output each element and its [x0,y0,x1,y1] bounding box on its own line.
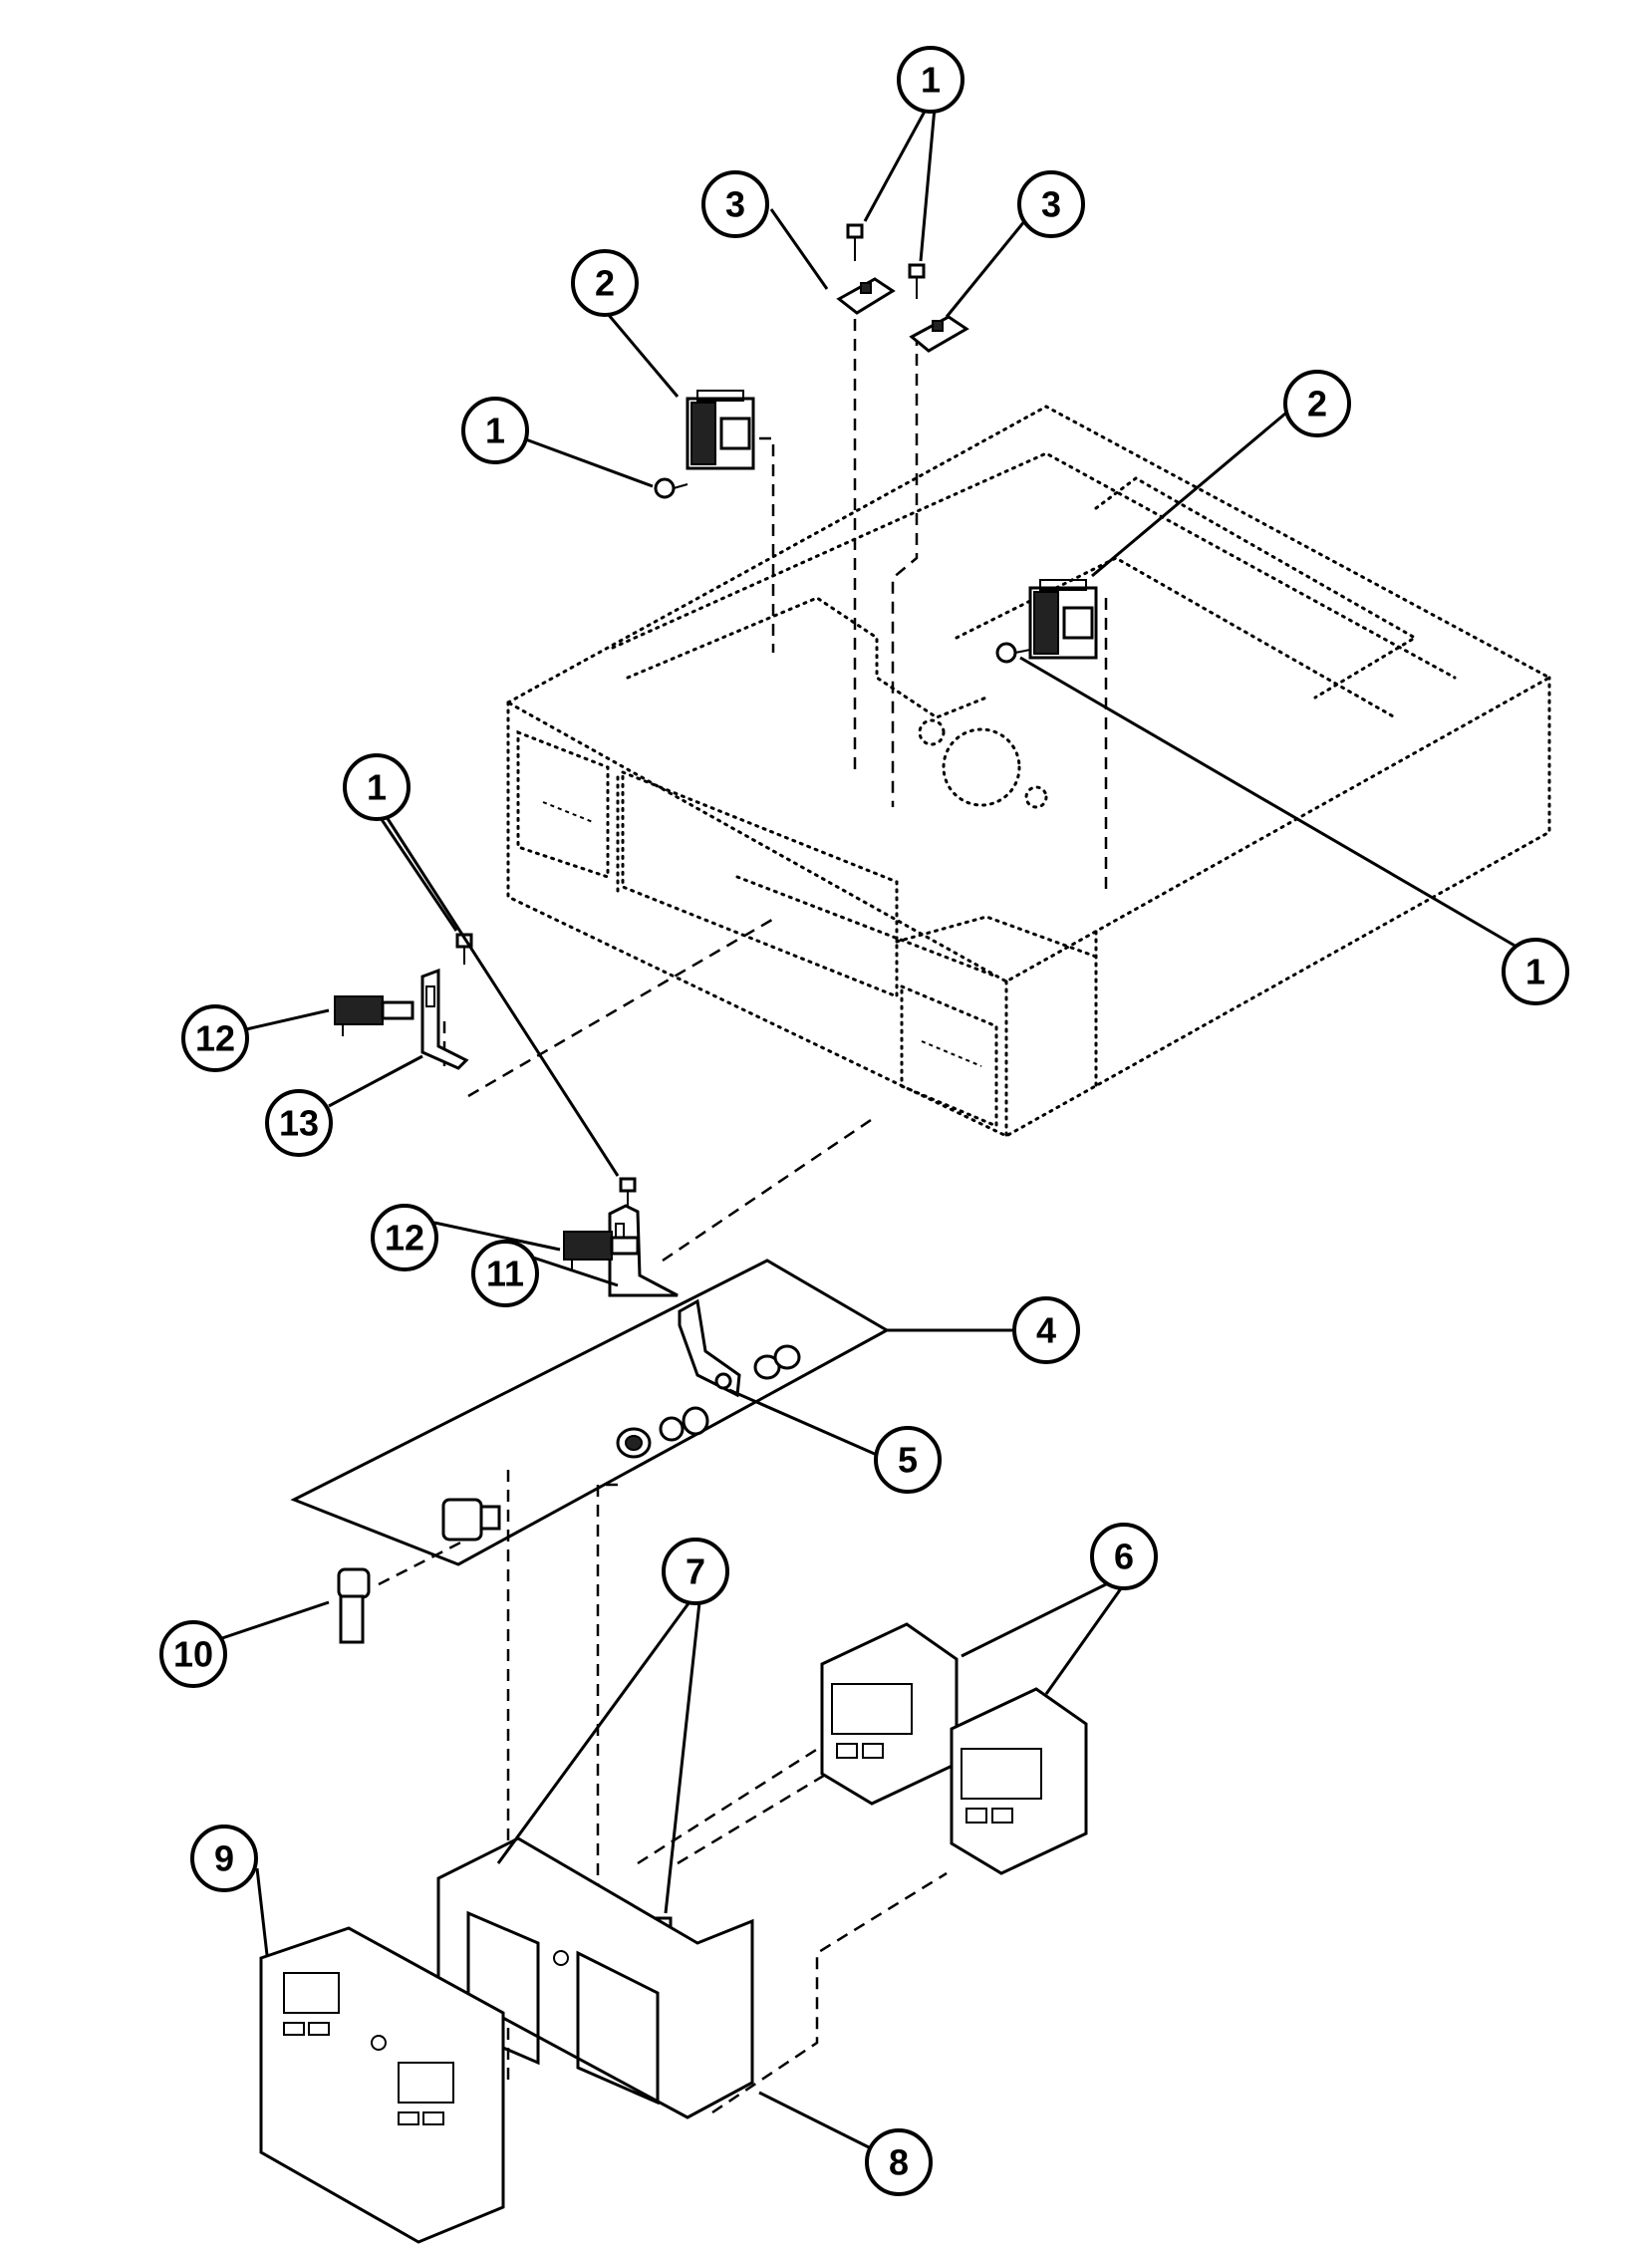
callout-label: 1 [367,767,387,808]
callout-label: 2 [1307,384,1327,424]
callout-label: 13 [279,1103,319,1144]
callout-11: 11 [471,1240,539,1307]
callout-label: 3 [1041,184,1061,225]
callout-circle [701,170,769,238]
callout-label: 7 [686,1551,705,1592]
switch-12-lower [563,1231,640,1271]
callout-circle [1017,170,1085,238]
callout-8: 8 [865,2128,933,2196]
kit-4-hardware [616,1344,801,1459]
relay-2-left [686,390,755,470]
callout-10: 10 [159,1620,227,1688]
callout-circle [265,1089,333,1157]
callout-4: 4 [1012,1296,1080,1364]
bracket-13 [420,968,469,1070]
screw-left-switch [654,477,688,499]
callout-label: 1 [921,60,941,101]
overlay-9 [259,1926,505,2244]
callout-9: 9 [190,1825,258,1892]
callout-label: 9 [214,1838,234,1879]
callout-circle [662,1538,729,1605]
callout-7: 7 [662,1538,729,1605]
screw-top-left [846,223,864,261]
kit-4-outline [290,1259,891,1566]
callout-5: 5 [874,1426,942,1494]
callout-12a: 12 [181,1004,249,1072]
callout-circle [181,1004,249,1072]
callout-2a: 2 [571,249,639,317]
screw-right-switch [995,642,1031,664]
callout-label: 5 [898,1440,918,1481]
clip-3-right [909,315,969,353]
callout-circle [897,46,964,114]
callout-circle [471,1240,539,1307]
callout-label: 3 [725,184,745,225]
display-6-right [950,1687,1088,1875]
display-6-left [820,1622,959,1806]
callout-circle [371,1204,438,1271]
callout-circle [1090,1523,1158,1590]
callout-circle [865,2128,933,2196]
callout-1a: 1 [897,46,964,114]
cabinet-base [504,405,1553,1138]
callout-circle [190,1825,258,1892]
switch-12-upper [334,995,414,1036]
callout-label: 4 [1036,1310,1056,1351]
callout-label: 8 [889,2142,909,2183]
callout-circle [343,753,411,821]
callout-label: 12 [195,1018,235,1059]
callout-13: 13 [265,1089,333,1157]
callout-circle [461,397,529,464]
callout-1d: 1 [343,753,411,821]
bracket-5 [678,1298,741,1398]
callout-label: 12 [385,1218,424,1259]
callout-circle [159,1620,227,1688]
callout-circle [1012,1296,1080,1364]
relay-2-right [1028,579,1098,660]
callout-label: 2 [595,263,615,304]
screw-bracket-11 [619,1177,637,1209]
callout-1c: 1 [1502,938,1569,1005]
callout-3a: 3 [701,170,769,238]
callout-circle [874,1426,942,1494]
callout-label: 10 [173,1634,213,1675]
callout-label: 1 [1525,952,1545,992]
callout-label: 6 [1114,1537,1134,1577]
leader-arrows [218,107,1517,2149]
callout-2b: 2 [1283,370,1351,437]
callout-6: 6 [1090,1523,1158,1590]
parts [259,223,1098,2244]
callout-circle [1502,938,1569,1005]
callout-circle [571,249,639,317]
fitting-10 [337,1498,501,1644]
callout-label: 11 [486,1254,524,1294]
callout-12b: 12 [371,1204,438,1271]
screw-top-right [908,263,926,299]
callout-circle [1283,370,1351,437]
callout-1b: 1 [461,397,529,464]
callout-3b: 3 [1017,170,1085,238]
clip-3-left [836,277,896,315]
callout-label: 1 [485,411,505,451]
